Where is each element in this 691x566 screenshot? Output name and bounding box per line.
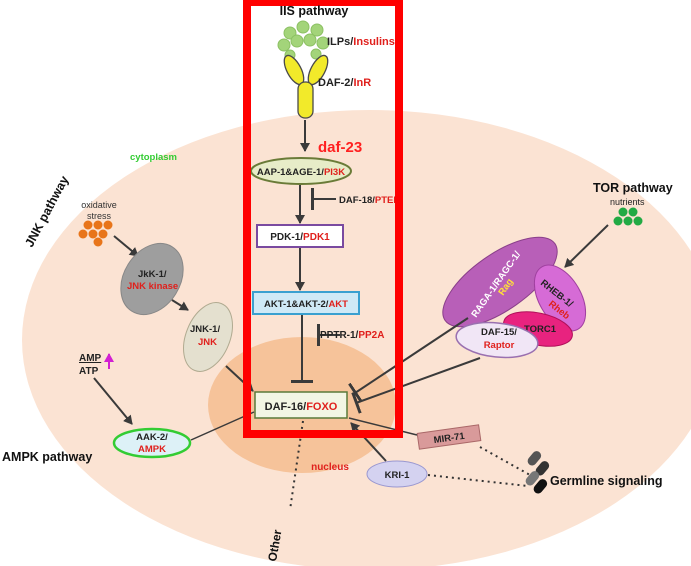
- daf18-label: DAF-18/PTEN: [339, 195, 400, 206]
- nutrients-label: nutrients: [610, 197, 645, 207]
- kri1-label: KRI-1: [385, 470, 411, 481]
- germline-pathway-title: Germline signaling: [550, 474, 663, 488]
- cytoplasm-label: cytoplasm: [130, 152, 177, 163]
- ilp-ligand-cluster: [277, 20, 330, 61]
- nucleus-label: nucleus: [311, 462, 349, 473]
- jkk1-label-line1: JkK-1/: [138, 269, 167, 280]
- cell-body: [22, 110, 691, 566]
- jkk1-label-line2: JNK kinase: [127, 281, 178, 292]
- germline-capsules: [525, 451, 550, 494]
- pptr1-label: PPTR-1/PP2A: [320, 330, 384, 341]
- daf15-label-line1: DAF-15/: [481, 327, 517, 338]
- mir71-label: MIR-71: [433, 431, 466, 446]
- kri1-node: [366, 460, 428, 488]
- inhibit-rag-to-daf16: [348, 317, 469, 403]
- aak2-node: [112, 427, 192, 459]
- jnk1-label-line1: JNK-1/: [190, 324, 220, 335]
- arrow-jkk1-to-jnk1: [171, 299, 189, 311]
- link-mir71-to-daf16: [348, 417, 418, 436]
- daf15-node: [455, 321, 539, 359]
- iis-pathway-title: IIS pathway: [280, 4, 349, 18]
- oxidative-stress-label-line1: oxidative: [81, 200, 117, 210]
- other-label: Other: [265, 528, 284, 562]
- ilps-label: ILPs/Insulins: [327, 36, 395, 48]
- iis-pathway-highlight-frame: [243, 0, 403, 438]
- nutrient-dots: [613, 207, 643, 226]
- oxidative-stress-label-line2: stress: [87, 211, 112, 221]
- pdk1-node: [256, 224, 344, 248]
- daf16-label: DAF-16/FOXO: [265, 401, 338, 413]
- akt-label: AKT-1&AKT-2/AKT: [264, 299, 348, 310]
- inhibit-daf15-to-daf16: [351, 357, 481, 414]
- mir71-node: [416, 424, 482, 450]
- aak2-label-line1: AAK-2/: [136, 432, 168, 443]
- daf15-label-line2: Raptor: [484, 340, 515, 351]
- arrow-amp-to-aak2: [93, 377, 133, 425]
- daf2-label: DAF-2/InR: [318, 77, 371, 89]
- aap1-label: AAP-1&AGE-1/PI3K: [257, 167, 345, 178]
- raga-node: [442, 236, 558, 328]
- daf16-node: [254, 391, 348, 419]
- daf23-label: daf-23: [318, 139, 362, 156]
- oxidative-stress-dots: [78, 220, 113, 247]
- arrow-kri1-to-daf16: [350, 422, 387, 462]
- ampk-pathway-title: AMPK pathway: [2, 450, 92, 464]
- arrow-nutrients-to-rag: [564, 224, 609, 268]
- jkk1-node: [120, 243, 184, 315]
- akt-node: [252, 291, 360, 315]
- aak2-label-line2: AMPK: [138, 444, 166, 455]
- tor-pathway-title: TOR pathway: [593, 181, 673, 195]
- daf2-receptor-shape: [283, 54, 329, 119]
- pdk1-label: PDK-1/PDK1: [270, 232, 330, 243]
- amp-label: AMP: [79, 353, 102, 364]
- torc1-label: TORC1: [524, 324, 557, 335]
- arrow-stress-to-jkk1: [113, 235, 139, 257]
- jnk1-label-line2: JNK: [198, 337, 217, 348]
- jnk1-node: [183, 302, 233, 372]
- atp-label: ATP: [79, 366, 99, 377]
